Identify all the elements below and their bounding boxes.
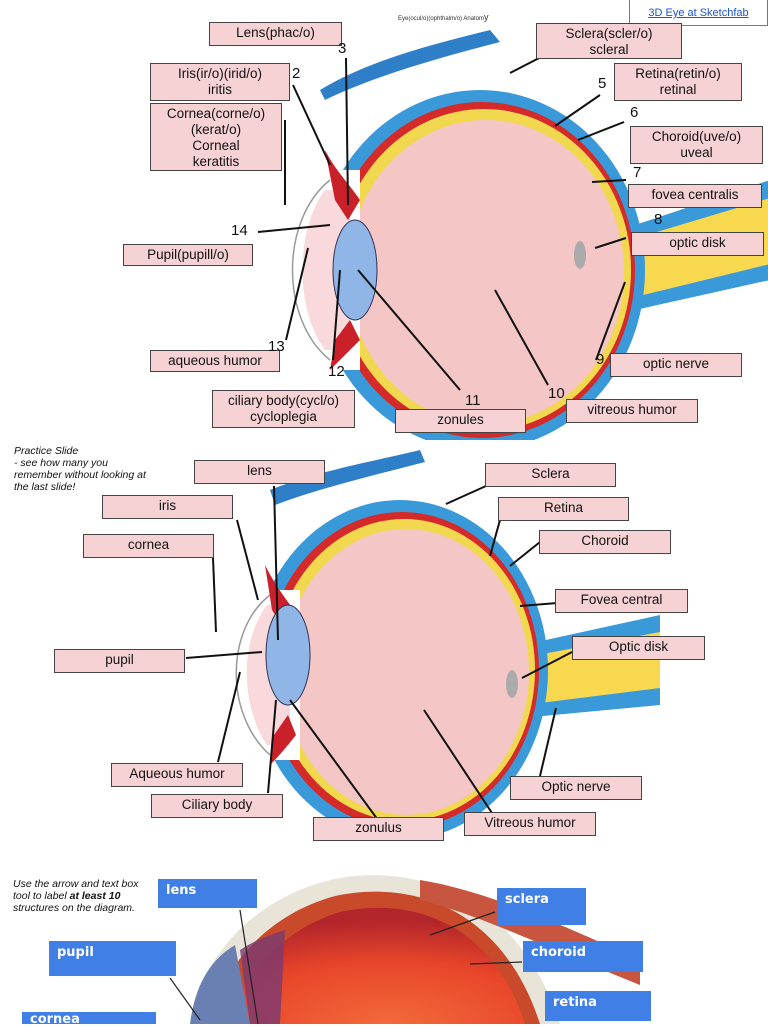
label-retina-1[interactable]: Retina(retin/o)retinal [614, 63, 742, 101]
label-choroid-3[interactable]: choroid [523, 941, 643, 972]
label-optic-disk-1[interactable]: optic disk [631, 232, 764, 256]
label-lens-1[interactable]: Lens(phac/o) [209, 22, 342, 46]
label-optic-nerve-1[interactable]: optic nerve [610, 353, 742, 377]
number-3: 3 [338, 40, 347, 57]
label-optic-nerve-2[interactable]: Optic nerve [510, 776, 642, 800]
label-zonulus-2[interactable]: zonulus [313, 817, 444, 841]
label-lens-3[interactable]: lens [158, 879, 257, 908]
instructions: Use the arrow and text box tool to label… [13, 878, 139, 914]
number-8: 8 [654, 211, 663, 228]
label-cornea-3[interactable]: cornea [22, 1012, 156, 1027]
label-iris-2[interactable]: iris [102, 495, 233, 519]
label-cornea-2[interactable]: cornea [83, 534, 214, 558]
sketchfab-link[interactable]: 3D Eye at Sketchfab [629, 0, 768, 26]
number-12: 12 [328, 363, 345, 380]
number-10: 10 [548, 385, 565, 402]
label-fovea-2[interactable]: Fovea central [555, 589, 688, 613]
label-vitreous-1[interactable]: vitreous humor [566, 399, 698, 423]
label-fovea-1[interactable]: fovea centralis [628, 184, 762, 208]
number-5: 5 [598, 75, 607, 92]
label-ciliary-1[interactable]: ciliary body(cycl/o)cycloplegia [212, 390, 355, 428]
label-choroid-1[interactable]: Choroid(uve/o)uveal [630, 126, 763, 164]
label-zonules-1[interactable]: zonules [395, 409, 526, 433]
number-13: 13 [268, 338, 285, 355]
label-vitreous-2[interactable]: Vitreous humor [464, 812, 596, 836]
label-sclera-1[interactable]: Sclera(scler/o)scleral [536, 23, 682, 59]
label-pupil-2[interactable]: pupil [54, 649, 185, 673]
number-2: 2 [292, 65, 301, 82]
label-pupil-1[interactable]: Pupil(pupill/o) [123, 244, 253, 266]
number-11: 11 [465, 392, 481, 409]
eye-diagram-1 [257, 30, 768, 440]
label-choroid-2[interactable]: Choroid [539, 530, 671, 554]
label-retina-2[interactable]: Retina [498, 497, 629, 521]
label-sclera-3[interactable]: sclera [497, 888, 586, 925]
slide-title: Eye(ocul/o)(ophthalm/o) Anatomy [398, 12, 489, 22]
label-ciliary-2[interactable]: Ciliary body [151, 794, 283, 818]
number-6: 6 [630, 104, 639, 121]
number-7: 7 [633, 164, 642, 181]
label-pupil-3[interactable]: pupil [49, 941, 176, 976]
label-iris-1[interactable]: Iris(ir/o)(irid/o)iritis [150, 63, 290, 101]
label-lens-2[interactable]: lens [194, 460, 325, 484]
label-aqueous-1[interactable]: aqueous humor [150, 350, 280, 372]
label-retina-3[interactable]: retina [545, 991, 651, 1021]
number-9: 9 [596, 351, 605, 368]
label-optic-disk-2[interactable]: Optic disk [572, 636, 705, 660]
label-aqueous-2[interactable]: Aqueous humor [111, 763, 243, 787]
number-14: 14 [231, 222, 248, 239]
label-sclera-2[interactable]: Sclera [485, 463, 616, 487]
